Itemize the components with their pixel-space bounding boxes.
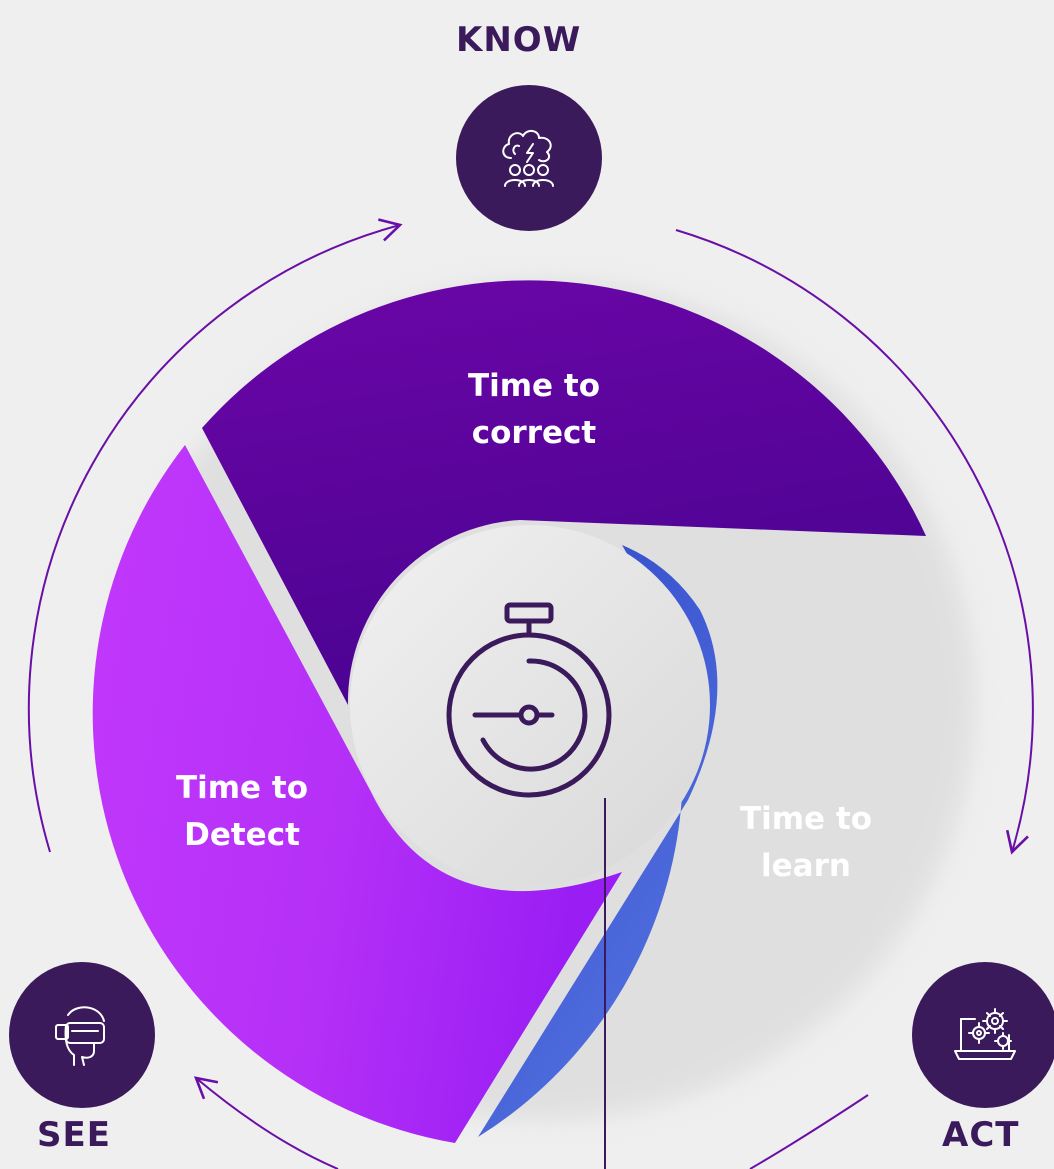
segment-correct-label-line1: Time to xyxy=(468,368,600,404)
stopwatch-icon xyxy=(446,602,612,798)
vr-headset-icon xyxy=(55,1006,105,1066)
stage-act-label: ACT xyxy=(942,1115,1020,1155)
segment-detect-label-line2: Detect xyxy=(184,817,300,853)
cycle-arrow-act-to-see xyxy=(749,1094,869,1169)
segment-detect-label-line1: Time to xyxy=(176,770,308,806)
laptop-gears-icon xyxy=(954,1008,1016,1060)
segment-time-to-detect xyxy=(92,445,623,1143)
segment-correct-label-line2: correct xyxy=(472,415,597,451)
stage-act-node xyxy=(912,962,1054,1108)
segment-time-to-learn xyxy=(478,545,718,1137)
cycle-arrow-see-to-know xyxy=(27,218,403,853)
cycle-arrow-tail-left xyxy=(193,1076,339,1169)
stage-know-node xyxy=(456,85,602,231)
stage-see-node xyxy=(9,962,155,1108)
cycle-arrow-know-to-act xyxy=(675,229,1034,855)
segment-learn-label-line2: learn xyxy=(761,848,851,884)
segment-learn-label-line1: Time to xyxy=(740,801,872,837)
brain-team-icon xyxy=(502,130,554,187)
stage-know-label: KNOW xyxy=(456,20,582,60)
segment-time-to-correct xyxy=(202,280,926,705)
stage-see-label: SEE xyxy=(37,1115,111,1155)
